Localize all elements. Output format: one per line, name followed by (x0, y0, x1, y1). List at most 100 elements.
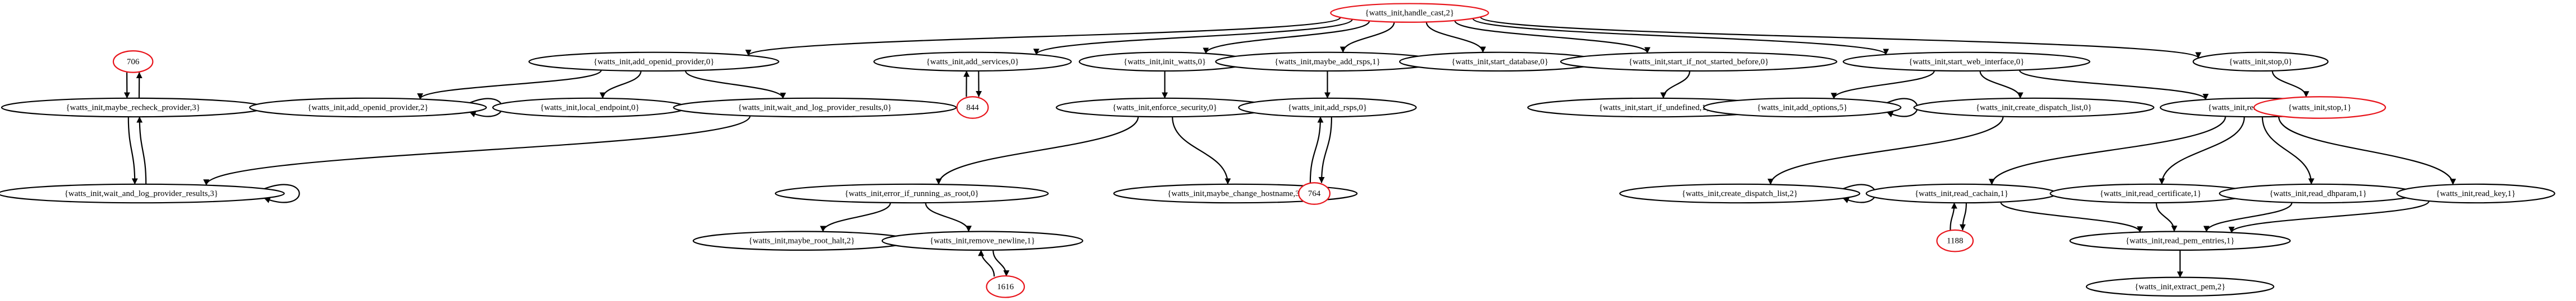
node-label: {watts_init,add_options,5} (1757, 103, 1847, 112)
node-label: {watts_init,add_services,0} (926, 58, 1019, 66)
node-label: {watts_init,add_rsps,0} (1288, 103, 1367, 112)
edges-layer (123, 16, 2456, 278)
graph-node-844: 844 (956, 96, 989, 119)
node-label: {watts_init,read_pem_entries,1} (2126, 237, 2235, 246)
node-label: {watts_init,init_watts,0} (1124, 58, 1206, 66)
node-label: {watts_init,extract_pem,2} (2135, 283, 2226, 292)
graph-node-wait_log_3: {watts_init,wait_and_log_provider_result… (0, 183, 285, 204)
nodes-layer: {watts_init,handle_cast,2} 706 {watts_init… (0, 3, 2555, 298)
node-label: {watts_init,stop,1} (2288, 103, 2352, 112)
edge-read_ssl_files-to-read_key (2278, 116, 2456, 185)
graph-node-local_endpoint: {watts_init,local_endpoint,0} (492, 97, 688, 118)
node-label: {watts_init,start_database,0} (1452, 58, 1549, 66)
graph-node-add_rsps: {watts_init,add_rsps,0} (1238, 97, 1417, 118)
edge-error_if_root-to-maybe_root_halt (820, 202, 891, 232)
graph-node-create_dispatch_0: {watts_init,create_dispatch_list,0} (1913, 97, 2155, 118)
graph-node-1616: 1616 (986, 275, 1025, 298)
edge-start_web_interface-to-add_options (1831, 70, 1935, 99)
node-label: 706 (127, 58, 140, 66)
node-ellipse (1238, 97, 1417, 118)
node-label: {watts_init,remove_newline,1} (930, 237, 1035, 246)
node-label: {watts_init,create_dispatch_list,2} (1682, 189, 1798, 198)
edge-handle_cast-to-start_database (1425, 22, 1486, 53)
node-label: {watts_init,start_if_undefined,1} (1599, 103, 1710, 112)
graph-node-read_key: {watts_init,read_key,1} (2396, 183, 2555, 204)
edge-add_openid_provider_0-to-local_endpoint (600, 70, 642, 99)
edge-maybe_recheck-to-wait_log_3 (127, 117, 138, 185)
node-label: {watts_init,read_dhparam,1} (2269, 189, 2366, 198)
edge-handle_cast-to-init_watts (1203, 21, 1370, 54)
graph-node-enforce_security: {watts_init,enforce_security,0} (1056, 97, 1274, 118)
node-ellipse (1560, 51, 1838, 72)
edge-1188-to-read_cachain (1950, 202, 1957, 230)
graph-node-create_dispatch_2: {watts_init,create_dispatch_list,2} (1619, 183, 1861, 204)
edge-handle_cast-to-maybe_add_rsps (1339, 22, 1395, 53)
node-ellipse (528, 51, 780, 72)
node-label: 1188 (1947, 237, 1963, 246)
node-label: {watts_init,start_web_interface,0} (1909, 58, 2024, 66)
graph-node-maybe_add_rsps: {watts_init,maybe_add_rsps,1} (1215, 51, 1440, 72)
graph-node-764: 764 (1298, 182, 1331, 205)
edge-handle_cast-to-add_services (1033, 19, 1353, 55)
edge-add_openid_provider_0-to-wait_log_2 (685, 70, 786, 99)
node-label: {watts_init,add_openid_provider,2} (307, 103, 428, 112)
edge-read_dhparam-to-read_pem (2203, 202, 2293, 232)
graph-node-stop_1: {watts_init,stop,1} (2253, 96, 2387, 119)
node-label: {watts_init,read_certificate,1} (2100, 189, 2202, 198)
node-label: {watts_init,wait_and_log_provider_result… (738, 103, 892, 112)
node-label: 764 (1308, 189, 1321, 198)
graph-node-add_options: {watts_init,add_options,5} (1703, 97, 1902, 118)
graph-node-handle_cast: {watts_init,handle_cast,2} (1330, 3, 1489, 23)
edge-1616-to-remove_newline (978, 250, 995, 277)
node-ellipse (774, 183, 1049, 204)
node-label: {watts_init,add_openid_provider,0} (593, 58, 714, 66)
node-ellipse (2069, 231, 2291, 251)
edge-stop_0-to-stop_1 (2271, 70, 2309, 98)
graph-node-add_openid_provider_2: {watts_init,add_openid_provider,2} (249, 97, 487, 118)
node-ellipse (1330, 3, 1489, 23)
node-ellipse (249, 97, 487, 118)
edge-start_if_not_started-to-start_if_undefined (1660, 70, 1691, 99)
edge-add_rsps-to-764 (1318, 117, 1333, 184)
node-ellipse (1842, 51, 2090, 72)
graph-node-maybe_change_hostname: {watts_init,maybe_change_hostname,3} (1113, 183, 1358, 204)
edge-handle_cast-to-add_openid_provider_0 (745, 17, 1341, 56)
edge-start_web_interface-to-read_ssl_files (2019, 69, 2209, 100)
node-label: {watts_init,start_if_not_started_before,… (1629, 58, 1769, 66)
graph-node-maybe_root_halt: {watts_init,maybe_root_halt,2} (692, 231, 911, 251)
edge-handle_cast-to-start_web_interface (1472, 18, 1889, 55)
node-ellipse (1298, 182, 1331, 205)
edge-handle_cast-to-start_if_not_started (1454, 20, 1651, 54)
edge-764-to-add_rsps (1309, 116, 1324, 183)
edge-read_key-to-read_pem (2228, 200, 2430, 233)
node-ellipse (2396, 183, 2555, 204)
edge-handle_cast-to-stop_0 (1480, 16, 2202, 59)
edge-create_dispatch_0-to-create_dispatch_2 (1767, 116, 2004, 185)
edge-read_ssl_files-to-read_cachain (1989, 116, 2226, 185)
graph-node-extract_pem: {watts_init,extract_pem,2} (2085, 276, 2275, 297)
node-label: {watts_init,maybe_root_halt,2} (749, 237, 855, 246)
node-label: {watts_init,maybe_change_hostname,3} (1167, 189, 1304, 198)
edge-read_certificate-to-read_pem (2155, 203, 2178, 232)
edge-remove_newline-to-1616 (992, 250, 1010, 277)
node-ellipse (1936, 229, 1974, 252)
edge-wait_log_3-to-wait_log_3 (264, 184, 300, 203)
node-label: 1616 (997, 283, 1014, 292)
node-ellipse (2253, 96, 2387, 119)
edge-read_cachain-to-1188 (1959, 203, 1967, 231)
node-label: {watts_init,maybe_add_rsps,1} (1275, 58, 1380, 66)
graph-node-remove_newline: {watts_init,remove_newline,1} (881, 231, 1083, 251)
node-ellipse (673, 97, 957, 118)
node-ellipse (112, 50, 154, 73)
graph-node-706: 706 (112, 50, 154, 73)
graph-node-start_if_not_started: {watts_init,start_if_not_started_before,… (1560, 51, 1838, 72)
node-ellipse (2085, 276, 2275, 297)
node-ellipse (0, 183, 285, 204)
node-ellipse (1619, 183, 1861, 204)
graph-node-wait_log_2: {watts_init,wait_and_log_provider_result… (673, 97, 957, 118)
edge-read_ssl_files-to-read_dhparam (2261, 117, 2314, 185)
node-ellipse (881, 231, 1083, 251)
node-label: {watts_init,wait_and_log_provider_result… (64, 189, 218, 198)
node-label: {watts_init,enforce_security,0} (1113, 103, 1218, 112)
